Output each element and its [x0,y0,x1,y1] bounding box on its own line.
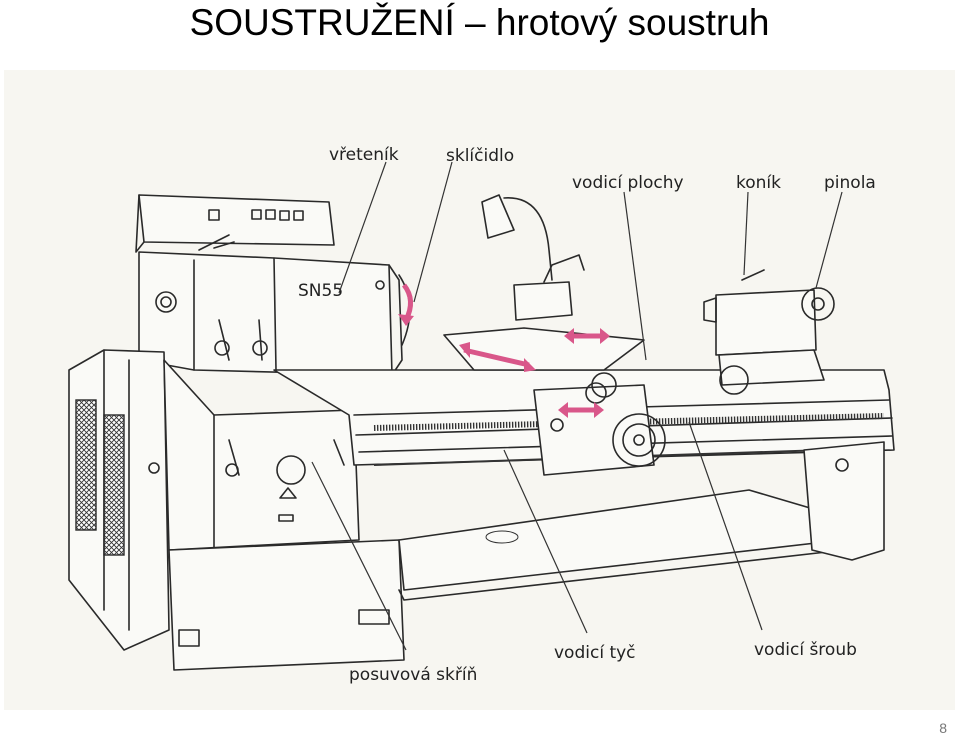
label-pinola: pinola [824,173,876,193]
label-sklicidlo: sklíčidlo [446,146,514,166]
leader-lines [311,161,843,651]
label-posuvova-skrin: posuvová skříň [349,665,477,685]
label-vodici-plochy: vodicí plochy [572,173,684,193]
lathe-drawing: SN55 [68,194,895,671]
page-number: 8 [939,720,947,736]
label-konik: koník [736,173,781,193]
label-vodici-sroub: vodicí šroub [754,640,857,660]
machine-label: SN55 [298,281,343,301]
label-vodici-tyc: vodicí tyč [554,643,636,663]
slide-title: SOUSTRUŽENÍ – hrotový soustruh [189,2,770,43]
lathe-diagram: SN55 vřeteník sklíčidlo vodicí plochy ko… [4,70,955,710]
label-vretenik: vřeteník [329,145,399,165]
motion-arrows [398,283,610,418]
